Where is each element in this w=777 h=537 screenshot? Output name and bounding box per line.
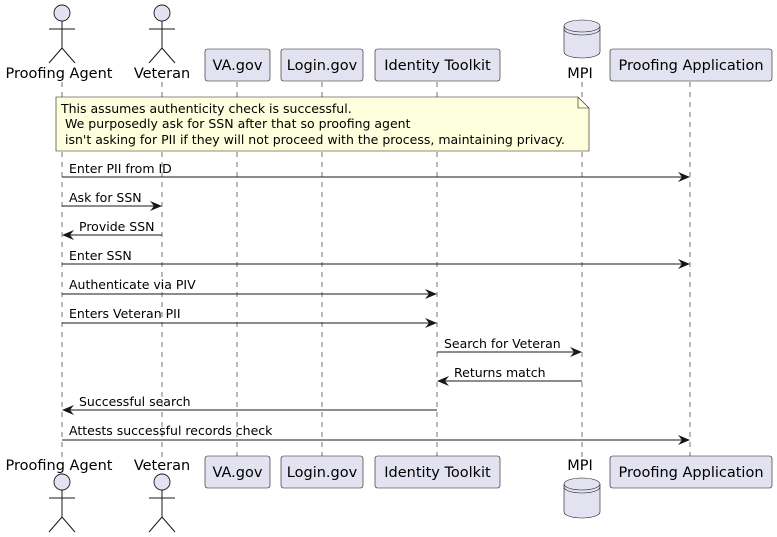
message-label: Authenticate via PIV [69, 277, 196, 292]
participant-label-proofing-application: Proofing Application [618, 58, 763, 74]
participant-box-identity-toolkit: Identity Toolkit [374, 48, 501, 82]
message-arrow: Ask for SSN [62, 190, 162, 211]
participants-top: Proofing Agent Veteran VA.gov Login.gov … [6, 4, 773, 82]
message-label: Search for Veteran [444, 336, 561, 351]
message-arrow: Provide SSN [62, 219, 162, 240]
note-line-3: isn't asking for PII if they will not pr… [61, 132, 565, 147]
participant-box-login-gov-bottom: Login.gov [280, 455, 364, 489]
participant-box-login-gov: Login.gov [280, 48, 364, 82]
participant-label-proofing-agent-bottom: Proofing Agent [6, 458, 113, 474]
message-arrow: Authenticate via PIV [62, 277, 437, 299]
message-arrow: Returns match [437, 365, 582, 386]
message-label: Enters Veteran PII [69, 306, 181, 321]
note-line-2: We purposedly ask for SSN after that so … [61, 116, 411, 131]
messages: Enter PII from ID Ask for SSN Provide SS… [62, 161, 690, 445]
participant-label-mpi-bottom: MPI [567, 458, 593, 474]
actor-veteran-icon [148, 4, 176, 64]
actor-proofing-agent-icon [48, 4, 76, 64]
participant-label-identity-toolkit-bottom: Identity Toolkit [384, 465, 491, 481]
participant-label-proofing-application-bottom: Proofing Application [618, 465, 763, 481]
participant-label-login-gov-bottom: Login.gov [287, 465, 358, 481]
message-label: Successful search [79, 394, 191, 409]
participant-label-va-gov-bottom: VA.gov [213, 465, 263, 481]
participant-box-va-gov: VA.gov [204, 48, 271, 82]
message-arrow: Enters Veteran PII [62, 306, 437, 328]
participant-box-proofing-application: Proofing Application [609, 48, 773, 82]
message-label: Returns match [454, 365, 546, 380]
participant-box-proofing-application-bottom: Proofing Application [609, 455, 773, 489]
participant-box-va-gov-bottom: VA.gov [204, 455, 271, 489]
message-arrow: Attests successful records check [62, 423, 690, 445]
database-mpi-bottom-icon [563, 477, 601, 519]
message-arrow: Successful search [62, 394, 437, 415]
message-label: Ask for SSN [69, 190, 142, 205]
message-label: Enter PII from ID [69, 161, 172, 176]
actor-proofing-agent-bottom-icon [48, 473, 76, 533]
message-arrow: Enter PII from ID [62, 161, 690, 182]
participant-label-mpi: MPI [567, 66, 593, 82]
participant-label-veteran: Veteran [134, 66, 190, 82]
participant-label-identity-toolkit: Identity Toolkit [384, 58, 491, 74]
message-arrow: Enter SSN [62, 248, 690, 269]
message-label: Enter SSN [69, 248, 132, 263]
participant-label-veteran-bottom: Veteran [134, 458, 190, 474]
actor-veteran-bottom-icon [148, 473, 176, 533]
participant-label-login-gov: Login.gov [287, 58, 358, 74]
participant-label-proofing-agent: Proofing Agent [6, 66, 113, 82]
message-label: Provide SSN [79, 219, 155, 234]
message-arrow: Search for Veteran [437, 336, 582, 357]
participants-bottom: Proofing Agent Veteran VA.gov Login.gov [6, 455, 773, 533]
participant-box-identity-toolkit-bottom: Identity Toolkit [374, 455, 501, 489]
message-label: Attests successful records check [69, 423, 273, 438]
note-line-1: This assumes authenticity check is succe… [60, 101, 352, 116]
database-mpi-icon [563, 19, 601, 59]
note: This assumes authenticity check is succe… [55, 96, 590, 152]
participant-label-va-gov: VA.gov [213, 58, 263, 74]
